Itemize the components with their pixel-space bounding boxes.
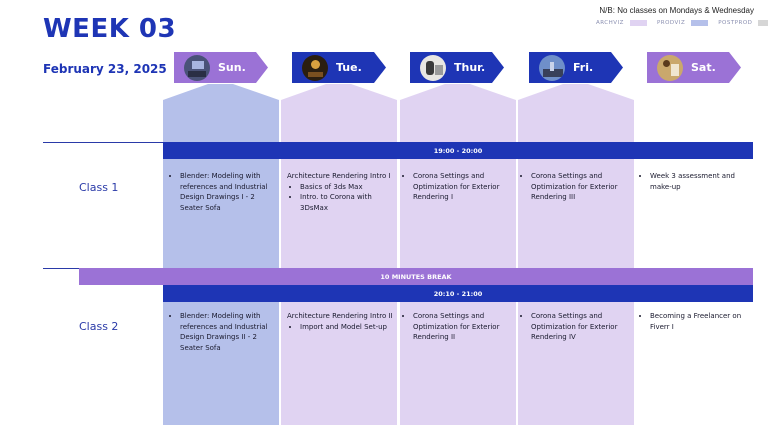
column-top-thur — [400, 84, 516, 117]
day-badge-tue: Tue. — [292, 52, 398, 83]
legend-label-postprod: POSTPROD — [718, 20, 753, 26]
class1-label: Class 1 — [79, 181, 119, 194]
list-item: Corona Settings and Optimization for Ext… — [413, 171, 508, 203]
schedule-note: N/B: No classes on Mondays & Wednesday — [599, 6, 754, 15]
column-tops — [163, 84, 634, 117]
day-label-fri: Fri. — [573, 61, 594, 74]
class1-time: 19:00 - 20:00 — [433, 146, 483, 155]
week-title: WEEK 03 — [43, 14, 177, 44]
schedule-date: February 23, 2025 — [43, 62, 167, 76]
list-item: Import and Model Set-up — [300, 322, 395, 333]
class1-cell-tue: Architecture Rendering Intro I Basics of… — [287, 171, 395, 213]
class2-cell-sun: Blender: Modeling with references and In… — [167, 311, 275, 353]
class1-cell-fri: Corona Settings and Optimization for Ext… — [518, 171, 626, 203]
office-photo-icon — [420, 54, 446, 81]
desk-photo-icon — [184, 54, 210, 81]
city-photo-icon — [539, 54, 565, 81]
day-badge-fri: Fri. — [529, 52, 635, 83]
class1-divider — [43, 142, 163, 143]
day-label-sat: Sat. — [691, 61, 716, 74]
list-item: Blender: Modeling with references and In… — [180, 171, 275, 213]
legend-label-prodviz: PRODVIZ — [656, 20, 686, 26]
class2-cell-fri: Corona Settings and Optimization for Ext… — [518, 311, 626, 343]
list-item: Blender: Modeling with references and In… — [180, 311, 275, 353]
day-label-thur: Thur. — [454, 61, 486, 74]
day-label-tue: Tue. — [336, 61, 362, 74]
class2-time: 20:10 - 21:00 — [433, 289, 483, 298]
day-label-sun: Sun. — [218, 61, 246, 74]
list-item: Week 3 assessment and make-up — [650, 171, 745, 192]
list-item: Corona Settings and Optimization for Ext… — [413, 311, 508, 343]
legend-swatch-prodviz — [691, 20, 709, 26]
list-item: Corona Settings and Optimization for Ext… — [531, 171, 626, 203]
class1-time-bar: 19:00 - 20:00 — [163, 142, 753, 159]
cell-heading: Architecture Rendering Intro I — [287, 172, 391, 180]
class2-label: Class 2 — [79, 320, 119, 333]
list-item: Basics of 3ds Max — [300, 182, 395, 193]
list-item: Intro. to Corona with 3DsMax — [300, 192, 395, 213]
legend-swatch-postprod — [758, 20, 768, 26]
day-badge-sun: Sun. — [174, 52, 280, 83]
column-top-fri — [518, 84, 634, 117]
class1-cell-sun: Blender: Modeling with references and In… — [167, 171, 275, 213]
column-top-sun — [163, 84, 279, 117]
day-badge-thur: Thur. — [410, 52, 516, 83]
day-badge-sat: Sat. — [647, 52, 753, 83]
class1-cell-thur: Corona Settings and Optimization for Ext… — [400, 171, 508, 203]
class2-time-bar: 20:10 - 21:00 — [163, 285, 753, 302]
legend-label-archviz: ARCHVIZ — [596, 20, 624, 26]
meeting-photo-icon — [657, 54, 683, 81]
lamp-photo-icon — [302, 54, 328, 81]
class2-cell-sat: Becoming a Freelancer on Fiverr I — [637, 311, 745, 332]
cell-heading: Architecture Rendering Intro II — [287, 312, 393, 320]
class2-cell-thur: Corona Settings and Optimization for Ext… — [400, 311, 508, 343]
list-item: Corona Settings and Optimization for Ext… — [531, 311, 626, 343]
class2-cell-tue: Architecture Rendering Intro II Import a… — [287, 311, 395, 332]
list-item: Becoming a Freelancer on Fiverr I — [650, 311, 745, 332]
break-label: 10 MINUTES BREAK — [380, 272, 452, 281]
legend: ARCHVIZ PRODVIZ POSTPROD — [596, 19, 768, 27]
break-bar: 10 MINUTES BREAK — [79, 268, 753, 285]
class1-cell-sat: Week 3 assessment and make-up — [637, 171, 745, 192]
column-top-tue — [281, 84, 397, 117]
legend-swatch-archviz — [629, 20, 647, 26]
